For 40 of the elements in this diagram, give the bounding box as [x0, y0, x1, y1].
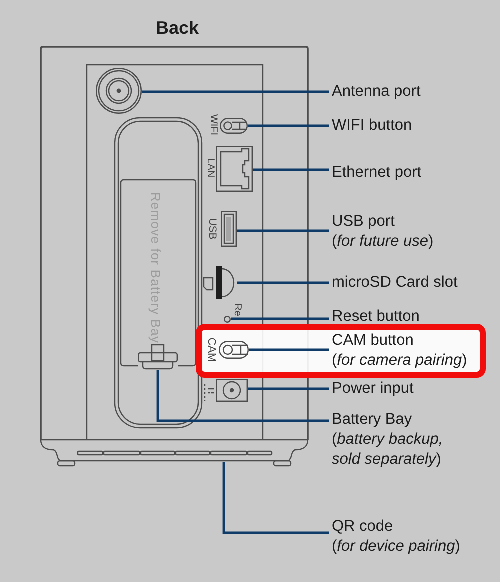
callout-label: microSD Card slot: [331, 273, 458, 293]
power-jack: [216, 379, 248, 402]
callout-label: USB port: [331, 212, 395, 232]
leader-line: [156, 370, 329, 422]
leader-line: [249, 348, 329, 352]
printed-marking: Re: [232, 304, 242, 316]
callout-note: (for device pairing): [331, 537, 460, 557]
callout-label: Reset button: [331, 309, 420, 324]
callout-label: QR code: [331, 517, 394, 537]
highlight-frame: [196, 324, 486, 378]
printed-marking: WIFI: [208, 114, 218, 136]
callout-label: CAM button: [331, 331, 414, 351]
leader-line: [237, 230, 329, 232]
callout-note: (for future use): [331, 232, 434, 252]
push-button: [219, 341, 249, 359]
callout-label: Ethernet port: [331, 163, 422, 183]
callout-note: (for camera pairing): [331, 351, 468, 371]
callout-label: Power input: [331, 379, 414, 399]
leader-line: [248, 388, 329, 390]
battery-latch: [138, 344, 178, 370]
callout-label: Antenna port: [331, 82, 421, 102]
leader-line: [142, 90, 329, 94]
reset-pinhole: [224, 316, 231, 323]
leader-line: [237, 282, 329, 284]
push-button: [220, 118, 248, 134]
card-slot: [203, 265, 237, 300]
leader-line: [231, 318, 329, 320]
leader-line: [253, 168, 329, 172]
antenna-connector: [96, 68, 142, 114]
callout-label: WIFI button: [331, 116, 412, 136]
title: Back: [156, 17, 200, 39]
printed-marking: CAM: [206, 338, 216, 362]
callout-label: Battery Bay: [331, 410, 412, 430]
ethernet-port: [216, 146, 253, 192]
printed-marking: LAN: [205, 158, 215, 178]
callout-note: (battery backup, sold separately): [331, 430, 444, 470]
usb-port: [221, 211, 237, 247]
leader-line: [222, 462, 329, 534]
printed-marking: USB: [206, 218, 218, 240]
leader-line: [248, 124, 329, 128]
